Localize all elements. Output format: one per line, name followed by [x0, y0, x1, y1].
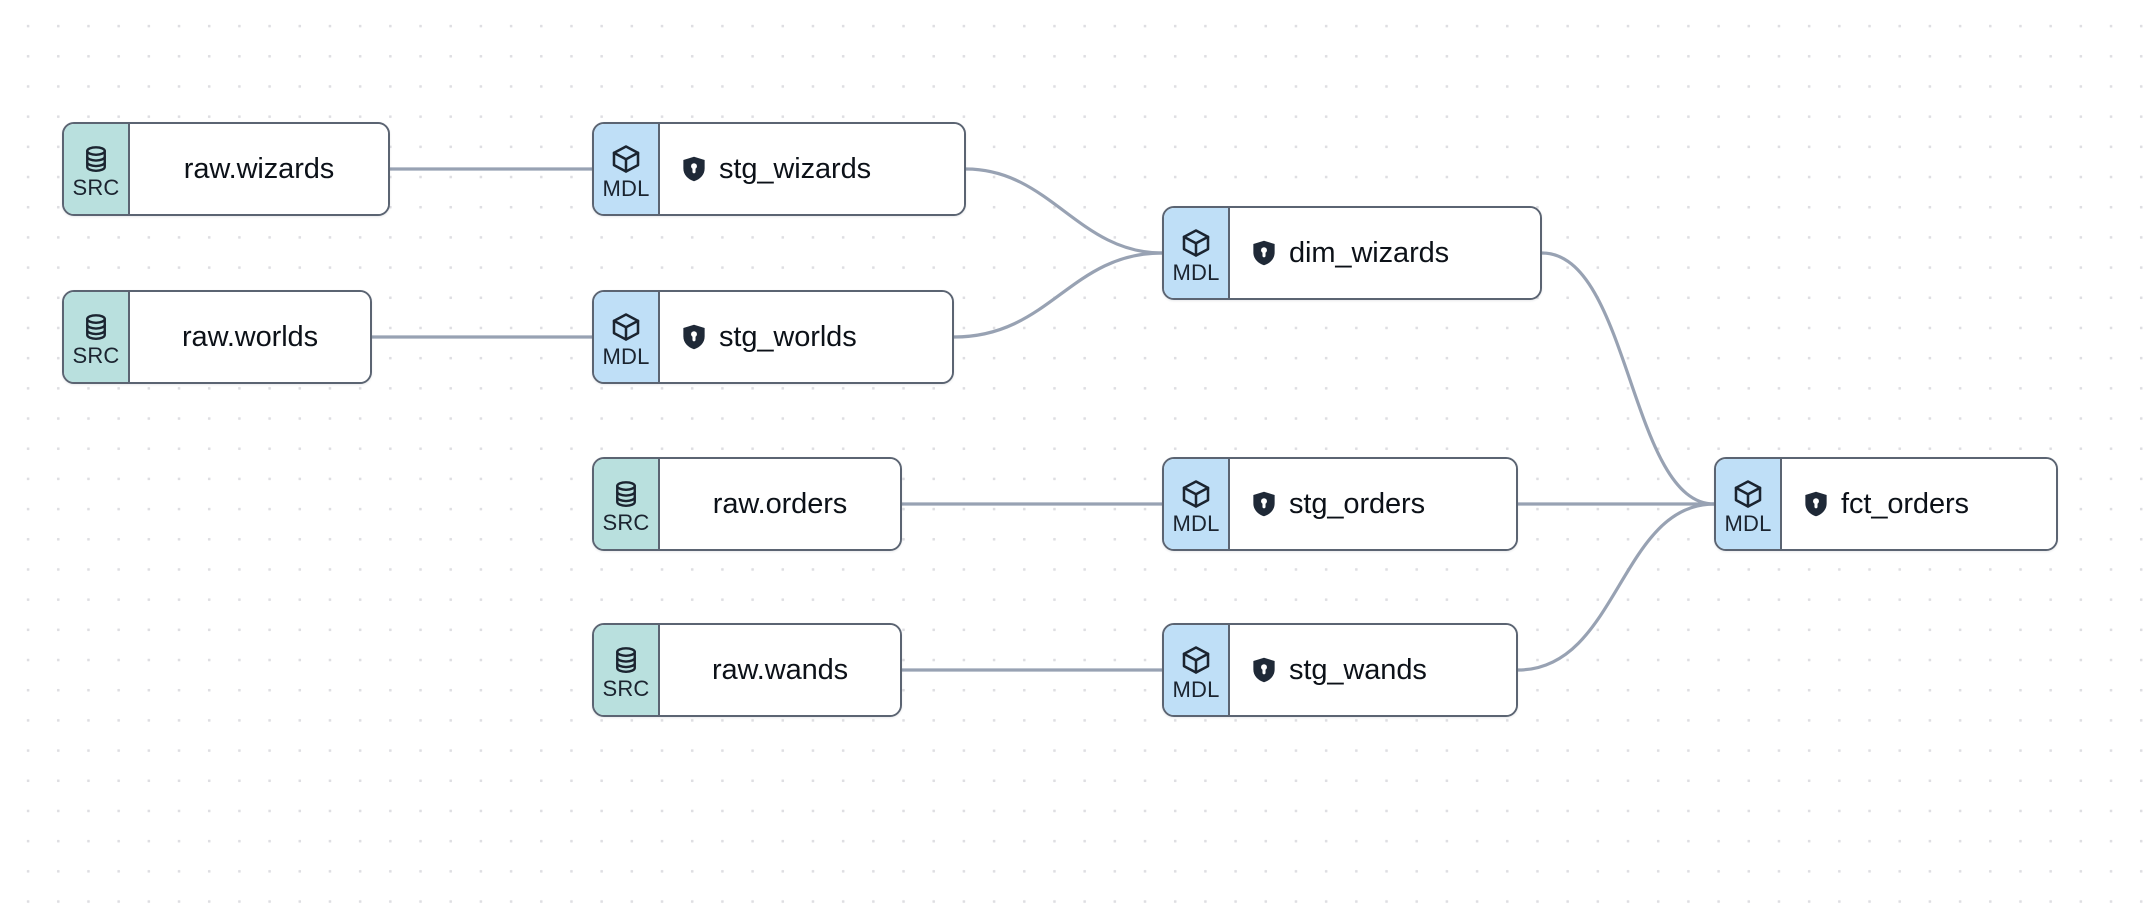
shield-lock-icon [682, 324, 706, 350]
shield-lock-icon [1252, 240, 1276, 266]
shield-lock-icon [1252, 657, 1276, 683]
node-label: dim_wizards [1289, 236, 1450, 269]
database-icon [81, 144, 111, 174]
shield-lock-icon [682, 156, 706, 182]
node-kind-badge-mdl: MDL [1164, 625, 1230, 715]
node-stg-wizards[interactable]: MDL stg_wizards [592, 122, 966, 216]
node-body: stg_wizards [660, 124, 964, 214]
node-label: raw.orders [712, 487, 848, 520]
database-icon [611, 479, 641, 509]
node-dim-wizards[interactable]: MDL dim_wizards [1162, 206, 1542, 300]
node-stg-wands[interactable]: MDL stg_wands [1162, 623, 1518, 717]
node-kind-badge-mdl: MDL [1716, 459, 1782, 549]
node-kind-label: SRC [602, 509, 650, 535]
node-body: fct_orders [1782, 459, 2056, 549]
node-kind-badge-src: SRC [594, 625, 660, 715]
node-stg-worlds[interactable]: MDL stg_worlds [592, 290, 954, 384]
node-kind-badge-src: SRC [64, 292, 130, 382]
node-kind-badge-mdl: MDL [1164, 459, 1230, 549]
node-kind-badge-src: SRC [594, 459, 660, 549]
node-kind-badge-mdl: MDL [594, 292, 660, 382]
node-raw-wizards[interactable]: SRC raw.wizards [62, 122, 390, 216]
node-kind-label: SRC [72, 174, 120, 200]
node-label: stg_wizards [719, 152, 872, 185]
database-icon [611, 645, 641, 675]
edge-dim-wizards-to-fct-orders [1540, 251, 1716, 506]
cube-icon [610, 311, 642, 343]
node-body: raw.wizards [130, 124, 388, 214]
node-body: stg_worlds [660, 292, 952, 382]
node-label: fct_orders [1841, 487, 1969, 520]
node-kind-label: MDL [602, 343, 650, 369]
node-label: raw.worlds [182, 320, 318, 353]
shield-lock-icon [1804, 491, 1828, 517]
node-label: raw.wands [711, 653, 849, 686]
node-body: raw.orders [660, 459, 900, 549]
node-raw-orders[interactable]: SRC raw.orders [592, 457, 902, 551]
cube-icon [610, 143, 642, 175]
edge-stg-worlds-to-dim-wizards [952, 251, 1164, 339]
node-raw-worlds[interactable]: SRC raw.worlds [62, 290, 372, 384]
node-raw-wands[interactable]: SRC raw.wands [592, 623, 902, 717]
node-label: stg_wands [1289, 653, 1427, 686]
node-body: raw.wands [660, 625, 900, 715]
node-kind-label: MDL [1172, 676, 1220, 702]
node-fct-orders[interactable]: MDL fct_orders [1714, 457, 2058, 551]
node-kind-label: SRC [72, 342, 120, 368]
edge-stg-wands-to-fct-orders [1516, 502, 1716, 672]
node-body: stg_wands [1230, 625, 1516, 715]
node-body: stg_orders [1230, 459, 1516, 549]
database-icon [81, 312, 111, 342]
node-kind-label: MDL [1172, 510, 1220, 536]
shield-lock-icon [1252, 491, 1276, 517]
node-kind-label: MDL [1172, 259, 1220, 285]
node-body: dim_wizards [1230, 208, 1540, 298]
cube-icon [1732, 478, 1764, 510]
node-kind-label: SRC [602, 675, 650, 701]
cube-icon [1180, 644, 1212, 676]
node-stg-orders[interactable]: MDL stg_orders [1162, 457, 1518, 551]
edge-stg-wizards-to-dim-wizards [964, 167, 1164, 255]
node-body: raw.worlds [130, 292, 370, 382]
node-kind-label: MDL [602, 175, 650, 201]
node-kind-badge-src: SRC [64, 124, 130, 214]
node-label: stg_orders [1289, 487, 1426, 520]
node-label: stg_worlds [719, 320, 857, 353]
node-kind-badge-mdl: MDL [1164, 208, 1230, 298]
node-label: raw.wizards [183, 152, 335, 185]
node-kind-label: MDL [1724, 510, 1772, 536]
cube-icon [1180, 478, 1212, 510]
cube-icon [1180, 227, 1212, 259]
node-kind-badge-mdl: MDL [594, 124, 660, 214]
